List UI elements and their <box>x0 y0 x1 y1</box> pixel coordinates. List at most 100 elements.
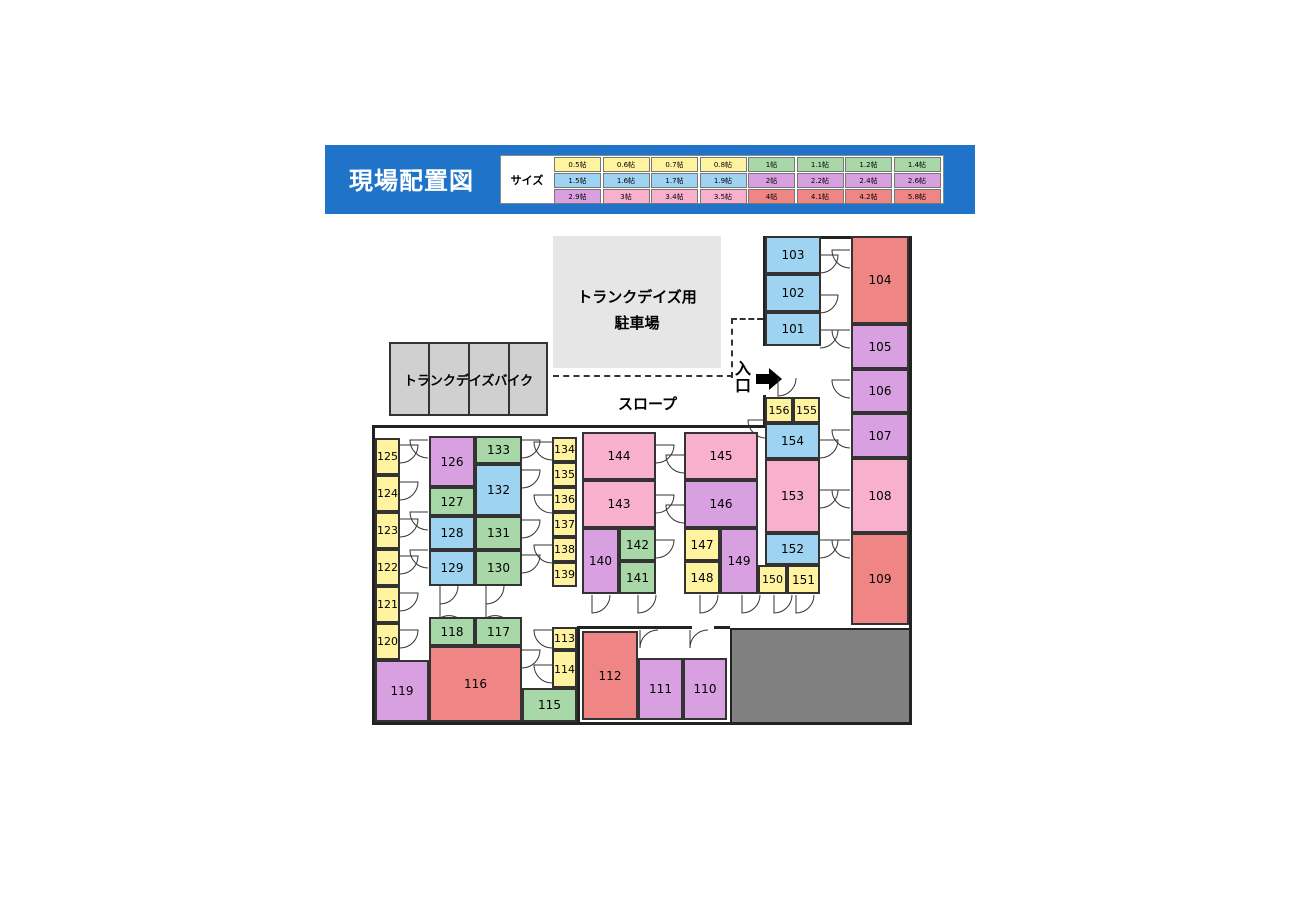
storage-unit-124[interactable]: 124 <box>375 475 400 512</box>
storage-unit-120[interactable]: 120 <box>375 623 400 660</box>
wall <box>763 236 912 239</box>
storage-unit-133[interactable]: 133 <box>475 436 522 464</box>
storage-unit-118[interactable]: 118 <box>429 617 475 646</box>
legend-cell: 2.4帖 <box>845 173 892 188</box>
storage-unit-107[interactable]: 107 <box>851 413 909 458</box>
legend-cell: 4.1帖 <box>796 189 844 204</box>
storage-unit-106[interactable]: 106 <box>851 369 909 413</box>
storage-unit-114[interactable]: 114 <box>552 650 577 688</box>
storage-unit-127[interactable]: 127 <box>429 487 475 516</box>
legend-cell: 4帖 <box>748 189 795 204</box>
storage-unit-151[interactable]: 151 <box>787 565 820 594</box>
storage-unit-125[interactable]: 125 <box>375 438 400 475</box>
storage-unit-153[interactable]: 153 <box>765 459 820 533</box>
bike-divider <box>428 342 430 416</box>
legend-cell: 5.8帖 <box>893 189 941 204</box>
storage-unit-102[interactable]: 102 <box>765 274 821 312</box>
storage-unit-108[interactable]: 108 <box>851 458 909 533</box>
storage-unit-154[interactable]: 154 <box>765 423 820 459</box>
legend-cell: 1.1帖 <box>796 157 844 172</box>
storage-unit-134[interactable]: 134 <box>552 437 577 462</box>
wall <box>577 626 580 724</box>
legend-cell: 0.8帖 <box>699 157 747 172</box>
wall <box>909 236 912 724</box>
storage-unit-140[interactable]: 140 <box>582 528 619 594</box>
storage-unit-149[interactable]: 149 <box>720 528 758 594</box>
legend-cell: 0.6帖 <box>602 157 650 172</box>
storage-unit-135[interactable]: 135 <box>552 462 577 487</box>
wall <box>372 722 912 725</box>
storage-unit-129[interactable]: 129 <box>429 550 475 586</box>
storage-unit-148[interactable]: 148 <box>684 561 720 594</box>
legend-cell: 3.4帖 <box>651 189 698 204</box>
storage-unit-109[interactable]: 109 <box>851 533 909 625</box>
slope-area <box>553 375 733 423</box>
storage-unit-123[interactable]: 123 <box>375 512 400 549</box>
wall <box>714 626 730 629</box>
storage-unit-103[interactable]: 103 <box>765 236 821 274</box>
storage-unit-132[interactable]: 132 <box>475 464 522 516</box>
storage-unit-138[interactable]: 138 <box>552 537 577 562</box>
storage-unit-137[interactable]: 137 <box>552 512 577 537</box>
legend-cell: 4.2帖 <box>845 189 892 204</box>
legend-cell: 1.4帖 <box>893 157 941 172</box>
storage-unit-105[interactable]: 105 <box>851 324 909 369</box>
storage-unit-143[interactable]: 143 <box>582 480 656 528</box>
storage-unit-156[interactable]: 156 <box>765 397 793 423</box>
storage-unit-150[interactable]: 150 <box>758 565 787 594</box>
wall <box>372 425 375 725</box>
bike-divider <box>508 342 510 416</box>
parking-area <box>553 236 721 368</box>
storage-unit-116[interactable]: 116 <box>429 646 522 722</box>
storage-unit-142[interactable]: 142 <box>619 528 656 561</box>
dashed-path <box>731 318 763 378</box>
storage-unit-136[interactable]: 136 <box>552 487 577 512</box>
bike-divider <box>468 342 470 416</box>
storage-unit-131[interactable]: 131 <box>475 516 522 550</box>
legend-cell: 3.5帖 <box>699 189 747 204</box>
storage-unit-119[interactable]: 119 <box>375 660 429 722</box>
storage-unit-122[interactable]: 122 <box>375 549 400 586</box>
storage-unit-117[interactable]: 117 <box>475 617 522 646</box>
legend-cell: 3帖 <box>602 189 650 204</box>
dark-area <box>730 628 912 724</box>
parking-label-line2: 駐車場 <box>614 314 660 332</box>
wall <box>372 425 765 428</box>
storage-unit-155[interactable]: 155 <box>793 397 820 423</box>
storage-unit-128[interactable]: 128 <box>429 516 475 550</box>
entrance-label: 入口 <box>735 359 752 395</box>
wall <box>763 395 766 427</box>
storage-unit-141[interactable]: 141 <box>619 561 656 594</box>
legend-cell: 1帖 <box>748 157 795 172</box>
entrance-arrow-icon <box>756 368 782 390</box>
storage-unit-139[interactable]: 139 <box>552 562 577 587</box>
storage-unit-101[interactable]: 101 <box>765 312 821 346</box>
storage-unit-130[interactable]: 130 <box>475 550 522 586</box>
storage-unit-147[interactable]: 147 <box>684 528 720 561</box>
legend-cell: 2.6帖 <box>893 173 941 188</box>
legend-cell: 1.9帖 <box>699 173 747 188</box>
storage-unit-146[interactable]: 146 <box>684 480 758 528</box>
storage-unit-111[interactable]: 111 <box>638 658 683 720</box>
legend-cell: 0.7帖 <box>651 157 698 172</box>
storage-unit-113[interactable]: 113 <box>552 627 577 650</box>
storage-unit-126[interactable]: 126 <box>429 436 475 487</box>
legend-cell: 1.2帖 <box>845 157 892 172</box>
storage-unit-121[interactable]: 121 <box>375 586 400 623</box>
parking-label-line1: トランクデイズ用 <box>577 288 697 306</box>
storage-unit-104[interactable]: 104 <box>851 236 909 324</box>
wall <box>763 236 766 346</box>
legend-cell: 1.5帖 <box>554 173 601 188</box>
legend-cell: 2帖 <box>748 173 795 188</box>
storage-unit-110[interactable]: 110 <box>683 658 727 720</box>
size-label: サイズ <box>510 173 544 187</box>
storage-unit-145[interactable]: 145 <box>684 432 758 480</box>
storage-unit-152[interactable]: 152 <box>765 533 820 565</box>
legend-cell: 2.2帖 <box>796 173 844 188</box>
storage-unit-144[interactable]: 144 <box>582 432 656 480</box>
storage-unit-112[interactable]: 112 <box>582 631 638 720</box>
legend-cell: 1.6帖 <box>602 173 650 188</box>
storage-unit-115[interactable]: 115 <box>522 688 577 722</box>
bike-label: トランクデイズバイク <box>403 374 534 389</box>
